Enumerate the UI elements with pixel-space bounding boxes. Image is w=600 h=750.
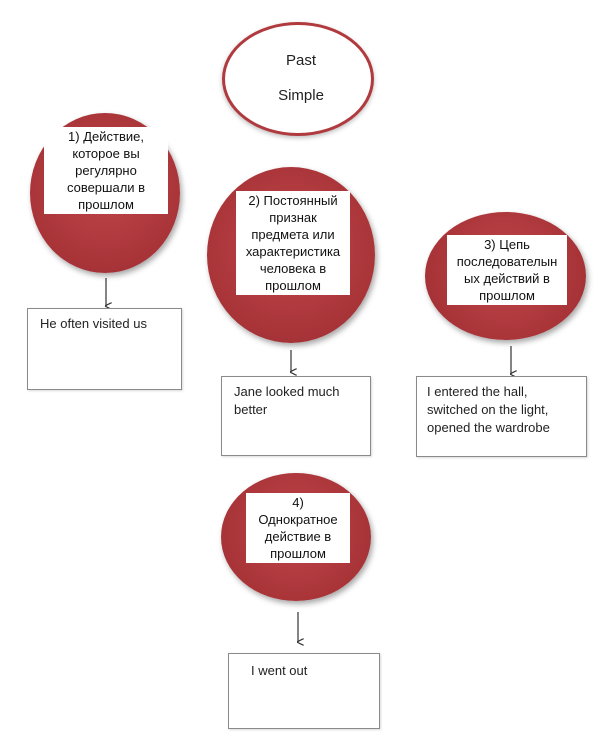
node-4-label-line: действие в bbox=[264, 529, 332, 544]
node-2-example-line: better bbox=[234, 402, 268, 417]
node-2-example-box: Jane looked much better bbox=[221, 376, 371, 456]
node-1-example-line: He often visited us bbox=[40, 316, 147, 331]
node-3-example-box: I entered the hall, switched on the ligh… bbox=[416, 376, 587, 457]
node-3-label: 3) Цепь последователын ых действий в про… bbox=[447, 235, 567, 305]
title-line-1: Past bbox=[285, 52, 316, 69]
node-3-label-line: прошлом bbox=[479, 288, 535, 303]
node-1-label-line: которое вы bbox=[72, 146, 140, 161]
node-2-label-line: признак bbox=[269, 210, 317, 225]
node-2-label-line: характеристика bbox=[245, 244, 341, 259]
node-4-example-line: I went out bbox=[251, 663, 308, 678]
node-3-example-line: opened the wardrobe bbox=[427, 420, 550, 435]
node-4-label-line: 4) bbox=[292, 495, 304, 510]
node-2-label-line: прошлом bbox=[265, 278, 321, 293]
node-2-label-line: человека в bbox=[259, 261, 327, 276]
node-3-example-line: I entered the hall, bbox=[427, 384, 528, 399]
node-3-label-line: ых действий в bbox=[464, 271, 550, 286]
node-1-label-line: регулярно bbox=[75, 163, 137, 178]
node-1-example-box: He often visited us bbox=[27, 308, 182, 390]
node-4-label-line: прошлом bbox=[270, 546, 326, 561]
node-2-label: 2) Постоянный признак предмета или харак… bbox=[236, 191, 350, 295]
node-3-example-line: switched on the light, bbox=[427, 402, 549, 417]
node-1-label-line: совершали в bbox=[66, 180, 146, 195]
node-4-label: 4) Однократное действие в прошлом bbox=[246, 493, 350, 563]
node-2-label-line: предмета или bbox=[251, 227, 335, 242]
node-2-label-line: 2) Постоянный bbox=[248, 193, 338, 208]
node-3-label-line: 3) Цепь bbox=[484, 237, 530, 252]
node-1-label-line: 1) Действие, bbox=[68, 129, 144, 144]
node-4-example-box: I went out bbox=[228, 653, 380, 729]
node-2-example-line: Jane looked much bbox=[234, 384, 340, 399]
title-line-2: Simple bbox=[278, 87, 324, 104]
node-3-label-line: последователын bbox=[456, 254, 558, 269]
node-1-label-line: прошлом bbox=[78, 197, 134, 212]
node-4-label-line: Однократное bbox=[258, 512, 338, 527]
title-ellipse: Past Simple bbox=[222, 22, 374, 136]
node-1-label: 1) Действие, которое вы регулярно соверш… bbox=[44, 127, 168, 214]
